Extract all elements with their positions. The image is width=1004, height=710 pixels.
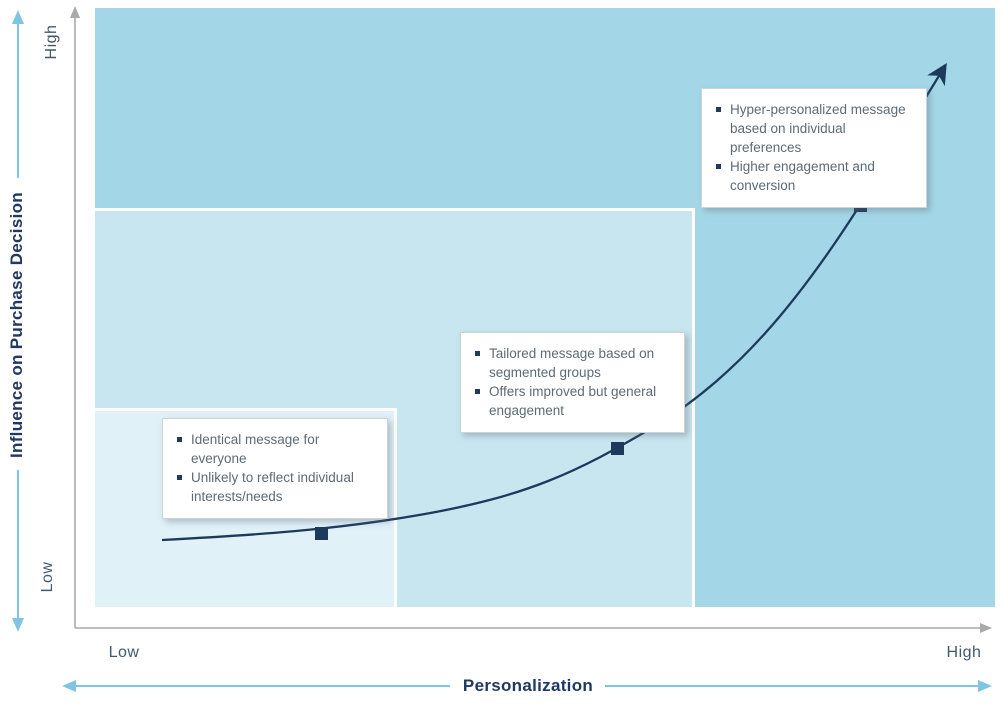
y-axis-low-label: Low — [39, 561, 56, 593]
callout-hyper-personalized-message: Hyper-personalized message based on indi… — [701, 88, 927, 208]
bullet-item: Higher engagement and conversion — [716, 157, 914, 195]
bullet-item: Unlikely to reflect individual interests… — [177, 468, 375, 506]
bullet-item: Hyper-personalized message based on indi… — [716, 100, 914, 157]
bullet-item: Offers improved but general engagement — [475, 382, 672, 420]
callout-segmented-message: Tailored message based on segmented grou… — [460, 332, 685, 433]
x-axis-low-label: Low — [108, 644, 140, 661]
callout-bullet-list: Identical message for everyone Unlikely … — [172, 430, 375, 506]
x-axis-arrowhead-icon — [980, 623, 992, 633]
x-axis-high-label: High — [946, 644, 982, 661]
y-axis-high-label: High — [43, 24, 60, 60]
callout-mass-message: Identical message for everyone Unlikely … — [162, 418, 388, 519]
bullet-item: Identical message for everyone — [177, 430, 375, 468]
x-axis-title: Personalization — [462, 676, 594, 695]
callout-bullet-list: Hyper-personalized message based on indi… — [711, 100, 914, 195]
y-axis-arrowhead-icon — [70, 6, 80, 18]
y-axis-title: Influence on Purchase Decision — [7, 192, 26, 458]
callout-bullet-list: Tailored message based on segmented grou… — [470, 344, 672, 420]
bullet-item: Tailored message based on segmented grou… — [475, 344, 672, 382]
